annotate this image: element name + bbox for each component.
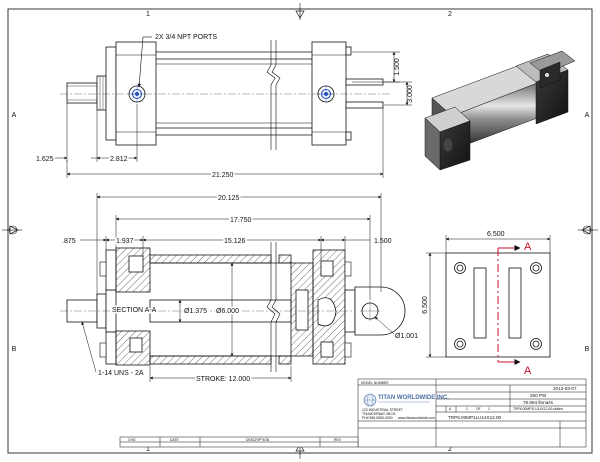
zone-label-left-a: A [12,112,17,119]
centering-mark-left [7,225,22,235]
rod-end [66,75,107,111]
title-block [357,378,587,448]
centering-mark-top [295,8,305,20]
section-head-cap [105,247,151,366]
top-view [60,40,390,150]
company-name: TITAN WORLDWIDE INC. [378,395,449,401]
file-name: TRP6.00MP1LU14X12.00.slddrw [513,407,563,411]
barrel-and-tie-rods [156,51,312,136]
section-marker-bottom: A [524,365,532,377]
dim-6-500-width [445,235,551,253]
section-barrel [149,254,292,365]
dim-875 [80,236,107,250]
dim-3-000-label: 3.000 [407,85,414,103]
isometric-view [424,50,576,171]
dim-20-125 [96,193,382,296]
dim-21-250-label: 21.250 [212,172,234,179]
thread-callout [81,321,97,373]
section-view [60,242,395,372]
pin-dia-label: Ø1.001 [395,333,418,340]
dim-6-500-height-label: 6.500 [422,296,429,314]
stroke-label: STROKE: 12.000 [196,376,250,383]
section-cap-end [312,249,356,365]
dim-20-125-label: 20.125 [218,195,240,202]
dim-2-812 [96,104,138,162]
address-line-1: 123 INDUSTRIAL STREET [362,408,403,412]
sheet-number: 1 [466,407,468,411]
zone-label-top-2: 2 [448,11,452,18]
end-view-bolts [454,262,542,350]
stroke-dim [149,366,292,382]
dim-3-000 [384,81,412,106]
rev-col-chg: CHG [128,438,136,442]
dim-1-500-label: 1.500 [394,58,401,76]
section-label: SECTION A-A [112,307,157,314]
pressure-value: 250 PSI [530,393,546,398]
company-logo: TITAN WORLDWIDE INC. [363,393,449,407]
ports-note: 2X 3/4 NPT PORTS [155,34,217,41]
sheet-total: 1 [488,407,490,411]
clevis-mount [354,286,406,336]
zone-label-right-a: A [585,112,590,119]
zone-label-top-1: 1 [146,11,150,18]
dim-1-500-section [320,236,370,250]
ports-note-callout: 2X 3/4 NPT PORTS [137,34,217,88]
weight-value: 78.884 lbmass [523,400,554,405]
dim-1-625-label: 1.625 [36,156,54,163]
section-piston [290,262,314,357]
dim-1-625 [55,103,98,162]
thread-note: 1-14 UNS - 2A [98,370,144,377]
size-value: A [449,407,452,411]
model-number-label: MODEL NUMBER [361,381,389,385]
revision-table [119,436,359,448]
section-cut-line [497,245,521,365]
dim-6-500-height [426,252,446,358]
rev-col-date: DATE [170,438,180,442]
dim-21-250 [66,108,384,178]
rev-col-rev: REV [334,438,342,442]
zone-label-left-b: B [12,346,17,353]
dim-1-500-section-label: 1.500 [374,238,392,245]
dim-17-750-label: 17.750 [230,217,252,224]
rod-dia-label: Ø1.375 [184,308,207,315]
zone-label-bottom-1: 1 [146,446,150,453]
centering-mark-right [578,225,593,235]
section-marker-top: A [524,241,532,253]
pin-dia-callout [374,316,395,335]
date-value: 2013-03-07 [553,386,577,391]
dim-1-500-top [352,51,400,83]
bore-dia-label: Ø6.000 [216,308,239,315]
dim-6-500-width-label: 6.500 [487,231,505,238]
part-number: TRP6.00MP1LU14X12.00 [448,415,502,420]
dim-875-label: .875 [62,238,76,245]
zone-label-bottom-2: 2 [448,446,452,453]
address-line-2: THUNDERBAY, MICH. [362,412,396,416]
break-lines-section [266,242,281,372]
dim-2-812-label: 2.812 [110,156,128,163]
dim-17-750 [115,215,371,300]
dim-1-937-label: 1.937 [116,238,134,245]
tie-rod-nuts-section [99,261,352,358]
zone-label-right-b: B [585,346,590,353]
phone: PH# 555-5555-0000 [362,416,393,420]
break-lines-top [266,40,281,150]
dim-15-126-label: 15.126 [224,238,246,245]
web-address: www.titanworldwide.com [398,416,435,420]
sheet-of: OF [476,407,481,411]
rev-col-description: DESCRIPTION [246,438,270,442]
